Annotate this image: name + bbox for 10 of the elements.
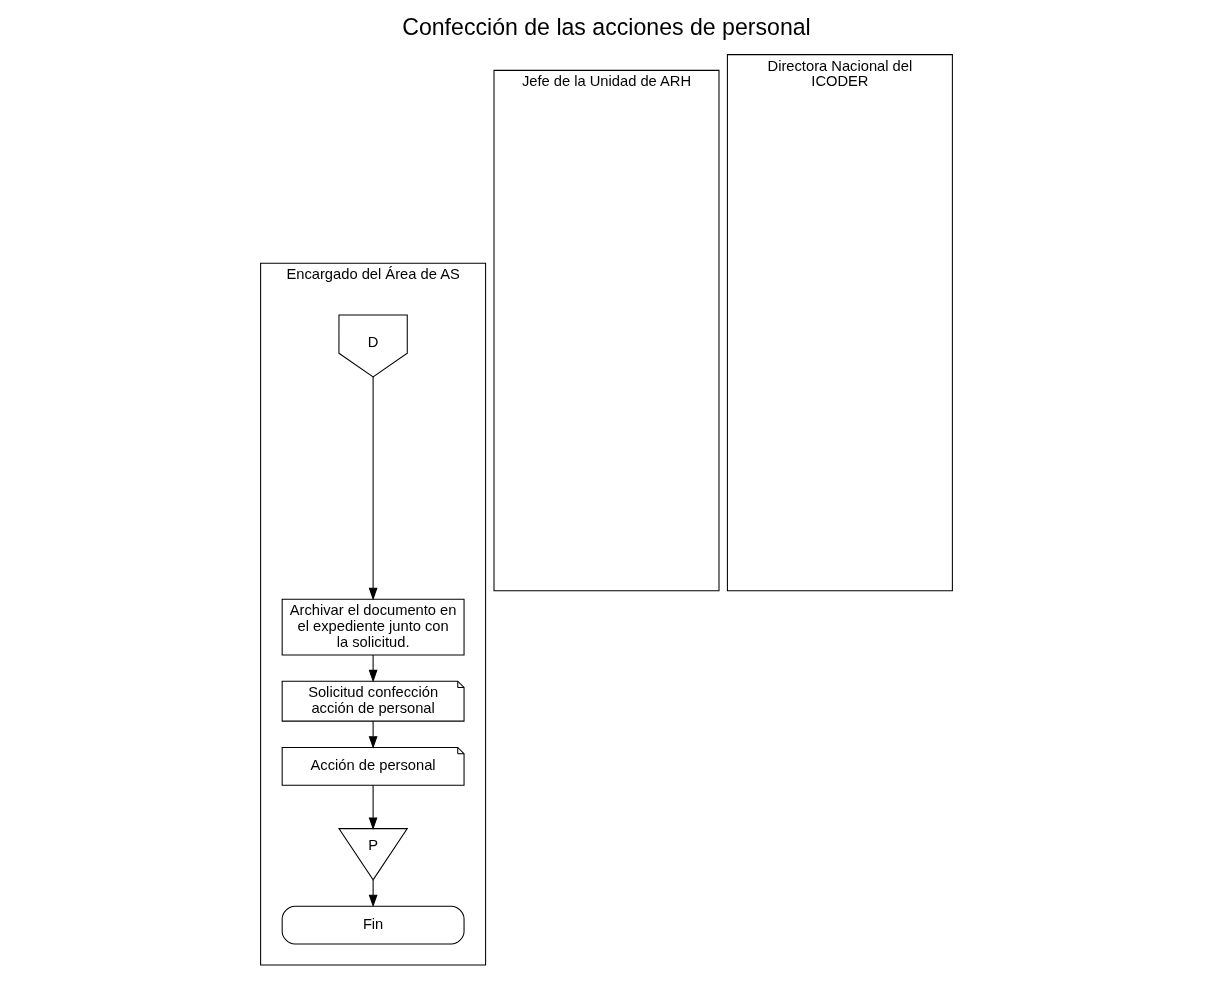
arrow xyxy=(368,376,378,601)
node-box: Archivar el documento en el expediente junto con la solicitud. xyxy=(281,598,465,656)
arrow xyxy=(368,654,378,683)
arrow xyxy=(368,879,378,908)
arrow xyxy=(368,784,378,830)
node-box: Jefe de la Unidad de ARH xyxy=(493,69,720,592)
diagram-title: Confección de las acciones de personal xyxy=(402,14,811,41)
node-box: Directora Nacional del ICODER xyxy=(726,54,953,592)
node-box: Fin xyxy=(281,905,465,945)
arrow xyxy=(368,720,378,749)
